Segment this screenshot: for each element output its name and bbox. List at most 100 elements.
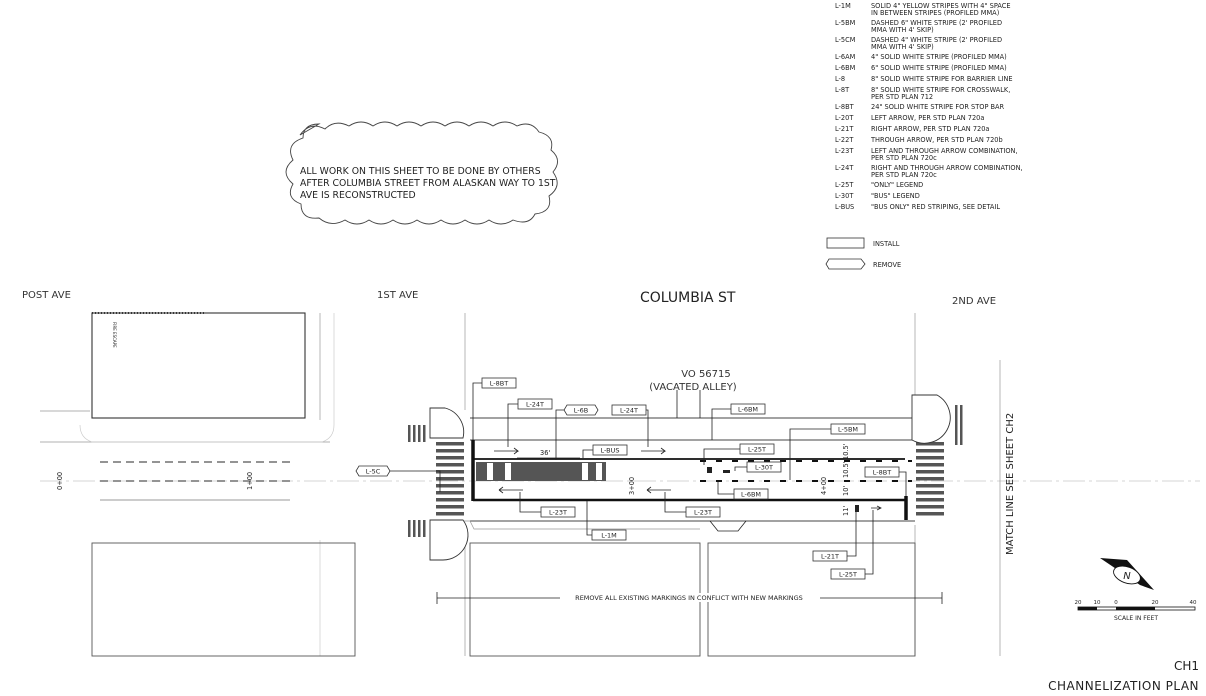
crosswalk-bar <box>916 484 944 488</box>
legend-description: IN BETWEEN STRIPES (PROFILED MMA) <box>871 9 999 17</box>
legend-description: MMA WITH 4' SKIP) <box>871 43 934 51</box>
vacated-alley-id: VO 56715 <box>681 369 731 380</box>
legend-code: L-23T <box>835 147 854 155</box>
legend-description: PER STD PLAN 712 <box>871 93 933 101</box>
callout-l-5c: L-5C <box>355 465 441 492</box>
callout-label: L-5C <box>366 467 381 475</box>
cloud-note: ALL WORK ON THIS SHEET TO BE DONE BY OTH… <box>285 121 558 225</box>
callout-label: L-6B <box>574 406 588 414</box>
legend-code: L-30T <box>835 192 854 200</box>
callout-l-25t: L-25T <box>830 510 874 580</box>
curb-ramp <box>429 519 469 561</box>
building-outline <box>91 312 306 419</box>
crosswalk-bar <box>436 449 464 453</box>
callout-l-8bt: L-8BT <box>864 466 907 496</box>
scale-tick: 10 <box>1094 600 1101 606</box>
callout-l-1m: L-1M <box>586 501 627 541</box>
crosswalk-bar <box>436 484 464 488</box>
callout-label: L-24T <box>526 400 544 408</box>
curb-ramp <box>429 407 465 439</box>
legend-description: 8" SOLID WHITE STRIPE FOR BARRIER LINE <box>871 75 1013 83</box>
stations: 0+00 1+00 3+00 4+00 <box>56 472 828 495</box>
callout-l-6b: L-6B <box>555 404 599 460</box>
legend-description: "BUS ONLY" RED STRIPING, SEE DETAIL <box>871 203 1000 211</box>
legend-code: L-8T <box>835 86 850 94</box>
crosswalk-bar <box>916 491 944 495</box>
remove-label: REMOVE <box>873 261 901 269</box>
cloud-note-line: AFTER COLUMBIA STREET FROM ALASKAN WAY T… <box>300 178 556 189</box>
street-label-columbia-st: COLUMBIA ST <box>640 290 736 306</box>
callout-label: L-25T <box>839 570 857 578</box>
callout-l-30t: L-30T <box>734 461 782 473</box>
legend-code: L-21T <box>835 125 854 133</box>
legend-description: RIGHT AND THROUGH ARROW COMBINATION, <box>871 164 1023 172</box>
legend-description: RIGHT ARROW, PER STD PLAN 720a <box>871 125 989 133</box>
right-through-arrow-icon <box>641 447 667 455</box>
callout-label: L-23T <box>694 508 712 516</box>
dimension-label: 10' <box>842 486 850 496</box>
legend-code: L-8BT <box>835 103 855 111</box>
dimension-label: 36' <box>540 449 550 457</box>
crosswalk-bar <box>916 449 944 453</box>
callout-l-8bt: L-8BT <box>472 377 517 440</box>
legend-description: DASHED 4" WHITE STRIPE (2' PROFILED <box>871 36 1002 44</box>
remove-note: REMOVE ALL EXISTING MARKINGS IN CONFLICT… <box>436 592 943 604</box>
install-symbol-icon <box>826 237 865 249</box>
north-arrow: N <box>1100 558 1154 590</box>
callout-l-24t: L-24T <box>507 398 553 447</box>
callout-label: L-6BM <box>741 490 761 498</box>
callout-label: L-6BM <box>738 405 758 413</box>
dimension-label: 10.5' <box>842 461 850 478</box>
legend-description: MMA WITH 4' SKIP) <box>871 26 934 34</box>
dimension-label: 10.5' <box>842 443 850 460</box>
sheet-title: CHANNELIZATION PLAN <box>1048 679 1199 693</box>
crosswalk-bar <box>436 470 464 474</box>
curb-ramp <box>911 394 951 444</box>
callout-label: L-30T <box>755 463 773 471</box>
station-label: 3+00 <box>628 477 636 495</box>
crosswalk-bar <box>436 463 464 467</box>
legend-code: L-20T <box>835 114 854 122</box>
revision-cloud-icon <box>285 121 558 225</box>
callout-label: L-25T <box>748 445 766 453</box>
callout-label: L-24T <box>620 406 638 414</box>
sheet-id: CH1 <box>1174 659 1199 673</box>
scale-bar: 20 10 0 20 40 SCALE IN FEET <box>1075 600 1197 622</box>
crosswalk-bar <box>436 456 464 460</box>
dimension-label: 11' <box>842 506 850 516</box>
legend-description: LEFT AND THROUGH ARROW COMBINATION, <box>871 147 1018 155</box>
crosswalk-bar <box>916 512 944 516</box>
scale-tick: 20 <box>1075 600 1082 606</box>
callout-label: L-BUS <box>601 446 620 454</box>
crosswalk-bar <box>436 442 464 446</box>
north-label: N <box>1123 571 1131 582</box>
bus-legend-icon <box>723 470 730 473</box>
legend-code: L-24T <box>835 164 854 172</box>
scale-tick: 40 <box>1190 600 1197 606</box>
legend-description: THROUGH ARROW, PER STD PLAN 720b <box>870 136 1003 144</box>
legend-code: L-6BM <box>835 64 856 72</box>
match-line-label: MATCH LINE SEE SHEET CH2 <box>1005 413 1016 555</box>
only-legend-icon <box>871 505 882 511</box>
legend-code: L-5BM <box>835 19 856 27</box>
legend-description: 24" SOLID WHITE STRIPE FOR STOP BAR <box>871 103 1005 111</box>
street-label-1st-ave: 1ST AVE <box>377 290 418 301</box>
scale-label: SCALE IN FEET <box>1114 615 1158 622</box>
legend-remove-symbol: REMOVE <box>825 258 901 270</box>
crosswalk-bar <box>436 477 464 481</box>
legend-code: L-22T <box>835 136 854 144</box>
callout-label: L-21T <box>821 552 839 560</box>
pavement-markings <box>408 394 963 561</box>
legend-description: "BUS" LEGEND <box>871 192 920 200</box>
legend-code: L-5CM <box>835 36 856 44</box>
left-through-arrow-icon <box>498 486 523 494</box>
crosswalk-bar <box>436 512 464 516</box>
callout-l-21t: L-21T <box>812 512 857 562</box>
scale-tick: 20 <box>1152 600 1159 606</box>
callout-l-bus: L-BUS <box>582 444 628 458</box>
building-outline <box>91 542 356 657</box>
callout-l-6bm: L-6BM <box>711 403 766 440</box>
legend-description: 6" SOLID WHITE STRIPE (PROFILED MMA) <box>871 64 1007 72</box>
